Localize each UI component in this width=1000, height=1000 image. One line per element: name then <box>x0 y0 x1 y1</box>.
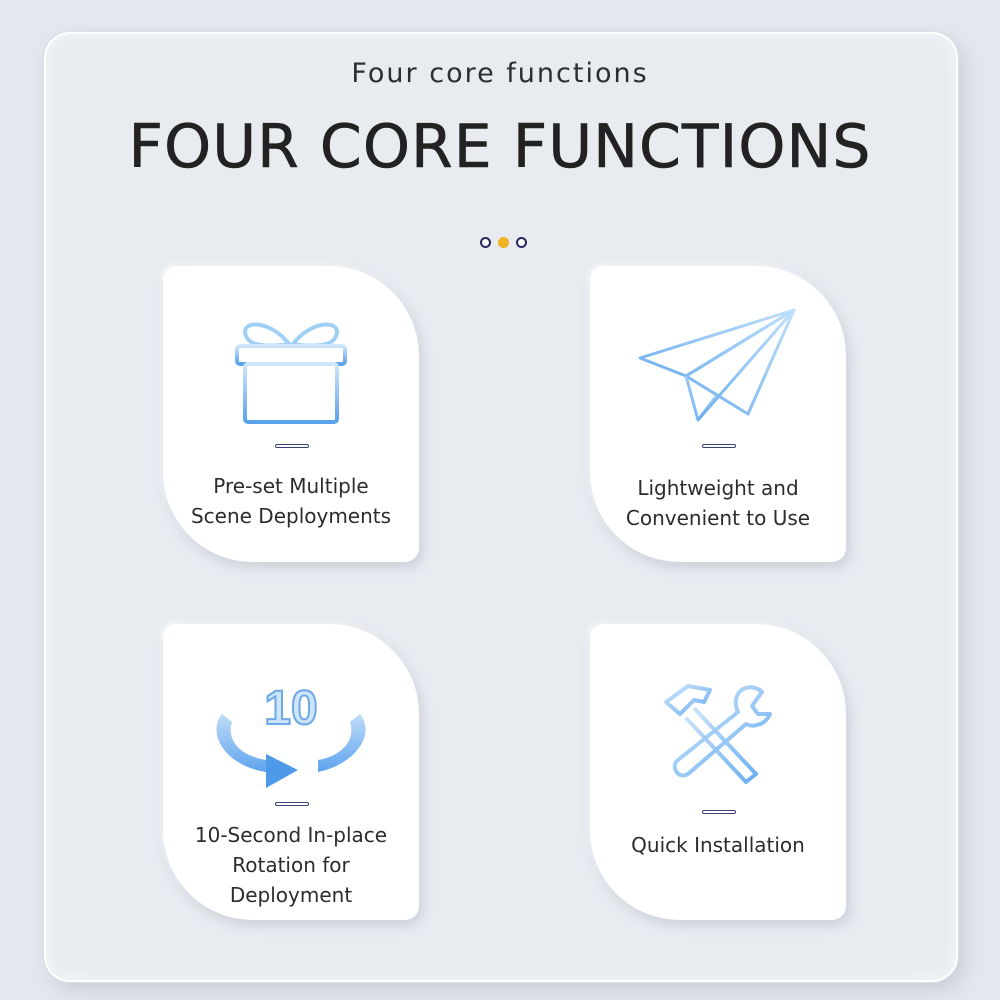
feature-label-line: Pre-set Multiple <box>213 474 369 498</box>
feature-label-line: 10-Second In-place <box>194 823 388 847</box>
feature-label: 10-Second In-place Rotation for Deployme… <box>173 820 409 910</box>
gift-box-icon <box>163 312 419 428</box>
pagination-dot[interactable] <box>480 237 491 248</box>
feature-label-line: Scene Deployments <box>190 504 392 528</box>
page-title: FOUR CORE FUNCTIONS <box>128 112 872 183</box>
feature-card-installation: Quick Installation <box>590 624 846 920</box>
page-subtitle: Four core functions <box>351 58 649 89</box>
feature-label-line: Lightweight and <box>637 476 799 500</box>
card-divider <box>702 810 736 814</box>
pagination-dots <box>476 237 536 253</box>
feature-label-line: Convenient to Use <box>625 506 811 530</box>
rotation-number: 10 <box>264 682 317 735</box>
tools-icon <box>590 680 846 790</box>
feature-label-line: Deployment <box>229 883 353 907</box>
feature-card-lightweight: Lightweight and Convenient to Use <box>590 266 846 562</box>
feature-label-line: Quick Installation <box>631 833 805 857</box>
card-divider <box>702 444 736 448</box>
feature-label: Lightweight and Convenient to Use <box>600 473 836 533</box>
feature-label-line: Rotation for <box>232 853 350 877</box>
card-divider <box>275 444 309 448</box>
feature-card-scene-deployments: Pre-set Multiple Scene Deployments <box>163 266 419 562</box>
pagination-dot-active[interactable] <box>498 237 509 248</box>
feature-label: Pre-set Multiple Scene Deployments <box>173 471 409 531</box>
card-divider <box>275 802 309 806</box>
rotation-icon: 10 <box>163 674 419 798</box>
feature-label: Quick Installation <box>600 830 836 860</box>
paper-plane-icon <box>590 306 846 424</box>
pagination-dot[interactable] <box>516 237 527 248</box>
feature-card-rotation: 10 10-Second In-place Rotation for Deplo… <box>163 624 419 920</box>
